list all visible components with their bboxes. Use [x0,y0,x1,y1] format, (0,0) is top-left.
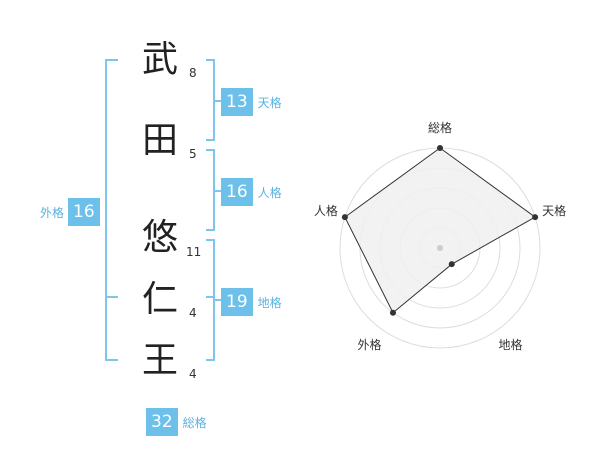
stroke-count-1: 8 [189,66,197,80]
name-char-3: 悠 [141,217,178,258]
stroke-count-4: 4 [189,306,197,320]
stroke-count-2: 5 [189,147,197,161]
soukaku-value: 32 [146,408,178,436]
chikaku-value: 19 [221,288,253,316]
gaikaku-group: 外格 16 [40,198,100,226]
tenkaku-label: 天格 [257,95,282,110]
gaikaku-value: 16 [68,198,100,226]
soukaku-group: 32 総格 [146,408,207,436]
name-char-1: 武 [141,39,178,80]
radar-point-1 [437,145,443,151]
stroke-count-3: 11 [186,245,202,259]
radar-polygon [344,147,537,314]
jinkaku-group: 16 人格 [221,178,282,206]
jinkaku-bracket [206,149,215,231]
radar-axis-label-2: 天格 [542,203,566,218]
radar-point-2 [532,214,539,221]
tenkaku-group: 13 天格 [221,88,282,116]
gaikaku-bracket [105,59,118,361]
gaikaku-label: 外格 [40,205,65,220]
chikaku-label: 地格 [257,295,282,310]
chikaku-group: 19 地格 [221,288,282,316]
name-char-5: 王 [141,340,178,381]
tenkaku-value: 13 [221,88,253,116]
tenkaku-bracket [206,59,215,141]
radar-point-5 [341,214,348,221]
brackets [105,59,222,361]
radar-axis-label-4: 外格 [357,337,381,352]
jinkaku-value: 16 [221,178,253,206]
name-char-2: 田 [141,120,178,161]
soukaku-label: 総格 [182,415,207,430]
radar-point-4 [389,309,396,316]
radar-point-3 [448,261,455,268]
jinkaku-label: 人格 [257,185,282,200]
radar-axis-label-5: 人格 [314,203,338,218]
radar-axis-label-3: 地格 [499,337,523,352]
name-char-4: 仁 [141,279,178,320]
radar-center [437,245,443,251]
stroke-count-5: 4 [189,367,197,381]
radar-axis-label-1: 総格 [428,120,452,135]
chikaku-bracket [206,239,215,361]
